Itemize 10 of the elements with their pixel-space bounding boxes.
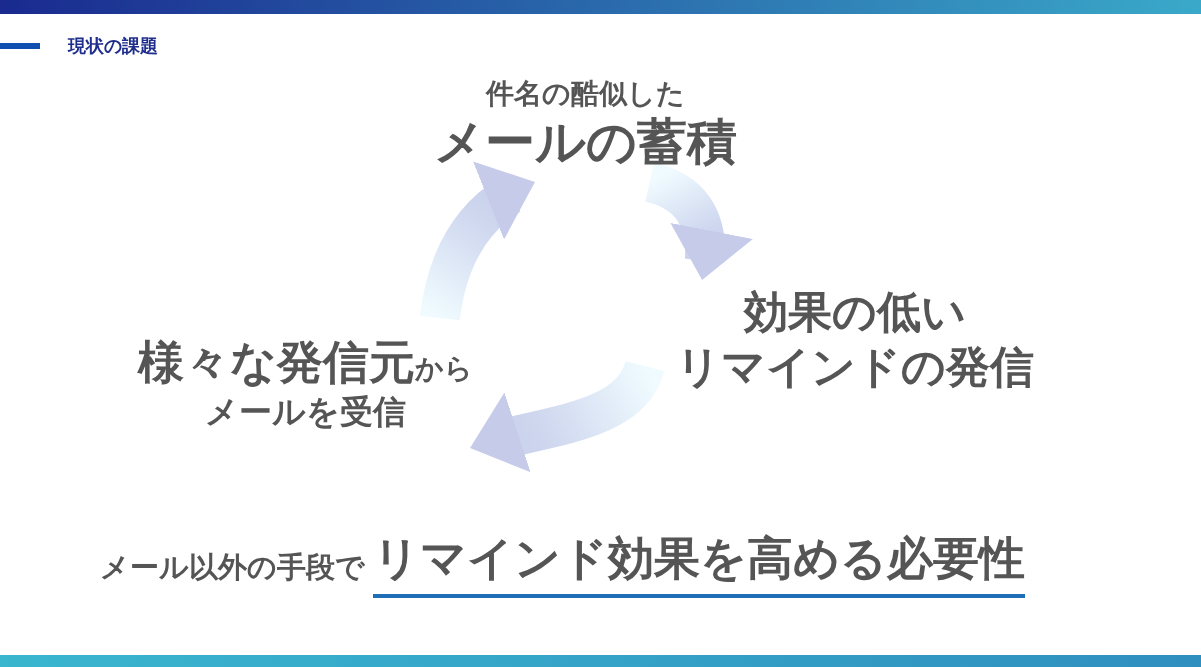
conclusion-text: リマインド効果を高める必要性	[373, 528, 1025, 598]
node-text: リマインドの発信	[676, 341, 1034, 392]
node-text: 様々な発信元	[137, 334, 415, 389]
node-text: 件名の酷似した	[485, 77, 685, 111]
node-text: から	[414, 351, 473, 385]
node-text: メールの蓄積	[433, 113, 737, 172]
note-text: メール以外の手段で	[100, 549, 365, 586]
slide-title: 現状の課題	[68, 34, 158, 58]
node-text: メールを受信	[204, 392, 406, 432]
node-text: 効果の低い	[744, 286, 966, 337]
